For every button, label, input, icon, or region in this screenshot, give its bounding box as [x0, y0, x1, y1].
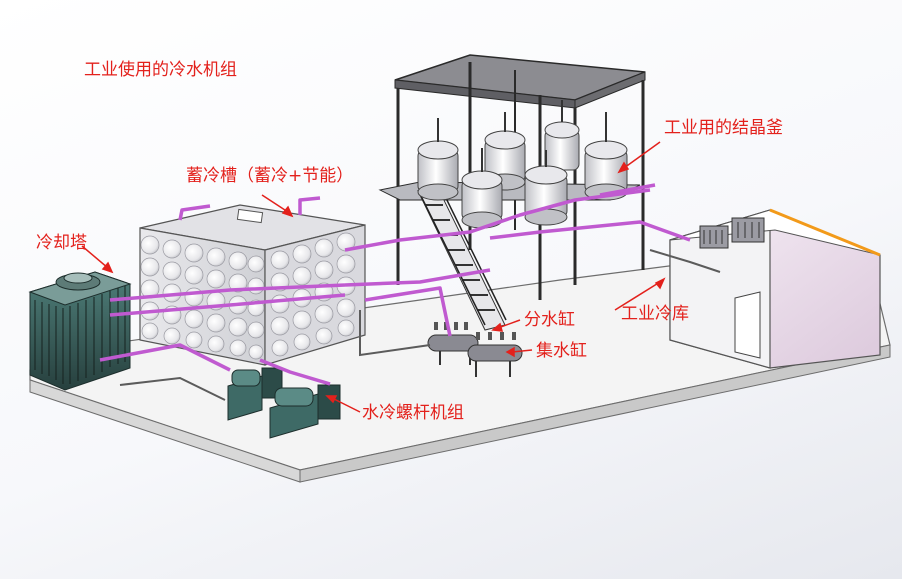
vessel-4 — [584, 112, 628, 201]
pipe-network — [99, 183, 691, 386]
crystallizer-vessels — [417, 100, 628, 229]
label-water-collector: 集水缸 — [536, 341, 587, 361]
label-crystallizer: 工业用的结晶釜 — [664, 118, 783, 138]
water-collector — [467, 332, 523, 377]
vessel-3 — [544, 100, 580, 171]
label-cooling-tower: 冷却塔 — [36, 233, 87, 253]
tank-panels-front — [140, 235, 265, 360]
chiller-unit-2 — [269, 384, 341, 439]
tower-louvers — [34, 286, 126, 384]
storage-tank — [139, 204, 366, 366]
label-cold-storage: 工业冷库 — [621, 304, 689, 324]
vessel-5 — [461, 148, 503, 229]
label-water-distributor: 分水缸 — [524, 310, 575, 330]
diagram-title: 工业使用的冷水机组 — [84, 60, 237, 80]
label-storage-tank: 蓄冷槽（蓄冷+节能） — [186, 166, 354, 186]
label-screw-chiller: 水冷螺杆机组 — [362, 403, 464, 423]
vessel-1 — [417, 118, 459, 201]
grey-pipes — [119, 249, 721, 401]
cold-storage-room — [669, 208, 881, 369]
screw-chillers — [227, 367, 341, 439]
chiller-unit-1 — [227, 367, 283, 421]
callout-arrows — [81, 141, 666, 413]
cooling-tower — [28, 271, 132, 391]
